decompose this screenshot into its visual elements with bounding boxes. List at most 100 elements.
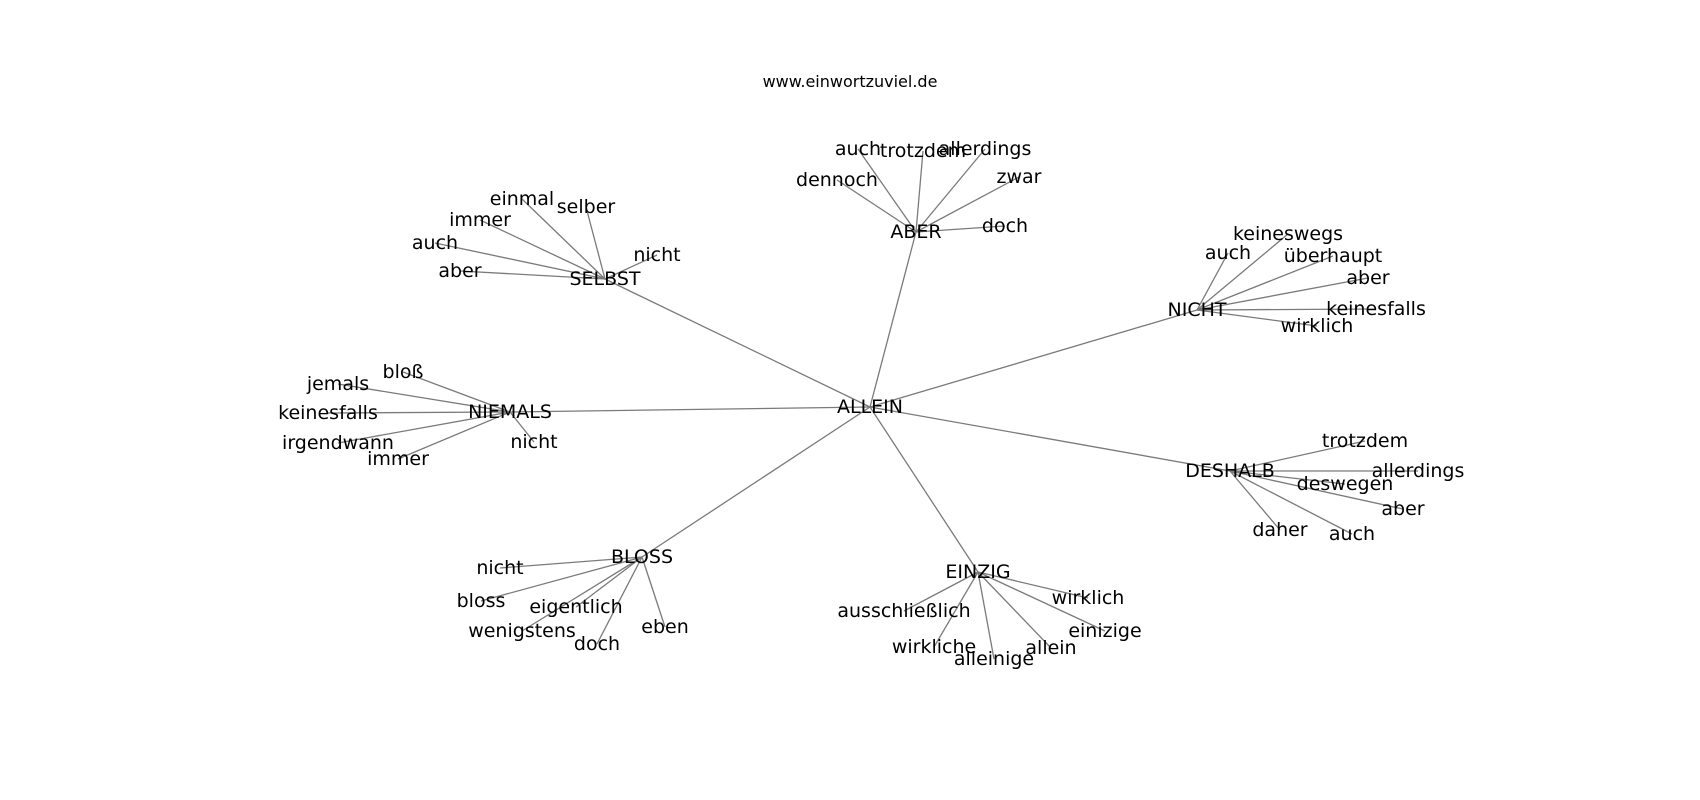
edge-nicht-leaf (1196, 308, 1377, 311)
leaf-node-label: eben (641, 616, 688, 638)
edge-selbst-leaf (521, 198, 606, 280)
site-url: www.einwortzuviel.de (762, 72, 938, 91)
edge-bloss-leaf (521, 556, 643, 632)
edge-einzig-leaf (977, 571, 995, 660)
edge-selbst-leaf (604, 254, 658, 280)
leaf-node-label: wirklich (1281, 315, 1354, 337)
leaf-node-label: aber (1381, 498, 1424, 520)
hub-node-label: BLOSS (611, 546, 673, 568)
leaf-node-label: trotzdem (1322, 430, 1408, 452)
leaf-node-label: zwar (997, 166, 1042, 188)
leaf-node-label: irgendwann (282, 432, 394, 454)
leaf-node-label: bloss (457, 590, 506, 612)
edge-aber-leaf (915, 225, 1006, 233)
center-node-label: ALLEIN (837, 396, 903, 418)
edge-bloss-leaf (499, 556, 643, 569)
edge-bloss-leaf (480, 556, 643, 602)
leaf-node-label: keinesfalls (1326, 298, 1426, 320)
edge-deshalb-leaf (1229, 470, 1353, 535)
leaf-node-label: auch (1329, 523, 1375, 545)
leaf-node-label: allerdings (1372, 460, 1465, 482)
edge-selbst-leaf (459, 270, 606, 280)
hub-node-label: NIEMALS (468, 401, 552, 423)
edge-aber-leaf (857, 148, 917, 233)
edge-niemals-leaf (327, 411, 511, 414)
leaf-node-label: doch (574, 633, 620, 655)
leaf-node-label: selber (557, 196, 616, 218)
hub-node-label: ABER (890, 221, 941, 243)
leaf-node-label: auch (835, 138, 881, 160)
leaf-node-label: wirkliche (892, 636, 976, 658)
leaf-node-label: wirklich (1052, 587, 1125, 609)
edge-nicht-leaf (1196, 252, 1229, 311)
leaf-node-label: überhaupt (1284, 245, 1383, 267)
edge-bloss-leaf (641, 556, 666, 628)
leaf-node-label: immer (367, 448, 429, 470)
edge-deshalb-leaf (1229, 470, 1404, 510)
edge-nicht-leaf (1196, 255, 1334, 311)
edge-niemals-leaf (402, 371, 511, 413)
edge-center-aber (869, 231, 917, 408)
leaf-node-label: deswegen (1297, 473, 1394, 495)
edge-aber-leaf (836, 179, 917, 233)
edge-niemals-leaf (337, 383, 511, 413)
edge-nicht-leaf (1196, 277, 1369, 311)
leaf-node-label: trotzdem (880, 140, 966, 162)
leaf-node-label: keineswegs (1233, 223, 1343, 245)
leaf-node-label: jemals (306, 373, 369, 395)
leaf-node-label: nicht (633, 244, 680, 266)
hub-node-label: NICHT (1168, 299, 1227, 321)
leaf-node-label: daher (1252, 519, 1307, 541)
edge-center-nicht (869, 309, 1198, 408)
leaf-node-label: dennoch (796, 169, 878, 191)
edge-aber-leaf (915, 150, 924, 233)
edge-selbst-leaf (585, 206, 606, 280)
edge-einzig-leaf (977, 571, 1106, 632)
leaf-node-label: immer (449, 209, 511, 231)
edge-bloss-leaf (596, 556, 643, 645)
edge-aber-leaf (915, 148, 986, 233)
leaf-node-label: aber (438, 260, 481, 282)
hub-node-label: SELBST (569, 268, 640, 290)
leaf-node-label: eigentlich (529, 596, 622, 618)
edge-nicht-leaf (1196, 309, 1318, 327)
edge-niemals-leaf (397, 411, 511, 460)
edge-center-deshalb (869, 406, 1231, 472)
edge-einzig-leaf (933, 571, 979, 648)
edge-center-einzig (869, 406, 979, 573)
leaf-node-label: auch (1205, 242, 1251, 264)
edge-center-niemals (509, 406, 871, 413)
leaf-node-label: allein (1025, 637, 1076, 659)
leaf-node-label: allerdings (939, 138, 1032, 160)
edge-aber-leaf (915, 176, 1020, 233)
hub-node-label: DESHALB (1185, 460, 1275, 482)
edge-center-selbst (604, 278, 871, 408)
leaf-node-label: einmal (490, 188, 554, 210)
edge-selbst-leaf (479, 219, 606, 280)
edge-deshalb-leaf (1229, 470, 1281, 531)
leaf-node-label: nicht (510, 431, 557, 453)
edge-niemals-leaf (509, 411, 535, 443)
edge-selbst-leaf (434, 242, 606, 280)
edge-bloss-leaf (575, 556, 643, 608)
leaf-node-label: auch (412, 232, 458, 254)
leaf-node-label: ausschließlich (837, 600, 970, 622)
edge-nicht-leaf (1196, 233, 1289, 311)
leaf-node-label: einizige (1068, 620, 1141, 642)
leaf-node-label: wenigstens (468, 620, 576, 642)
leaf-node-label: bloß (383, 361, 424, 383)
leaf-node-label: nicht (476, 557, 523, 579)
edge-center-bloss (641, 406, 871, 558)
leaf-node-label: aber (1346, 267, 1389, 289)
hub-node-label: EINZIG (945, 561, 1010, 583)
edge-einzig-leaf (903, 571, 979, 612)
edge-einzig-leaf (977, 571, 1052, 649)
leaf-node-label: alleinige (954, 648, 1034, 670)
edge-deshalb-leaf (1229, 440, 1366, 472)
edge-deshalb-leaf (1229, 470, 1346, 485)
graph-edges (327, 148, 1418, 660)
leaf-node-label: keinesfalls (278, 402, 378, 424)
edge-niemals-leaf (337, 411, 511, 444)
